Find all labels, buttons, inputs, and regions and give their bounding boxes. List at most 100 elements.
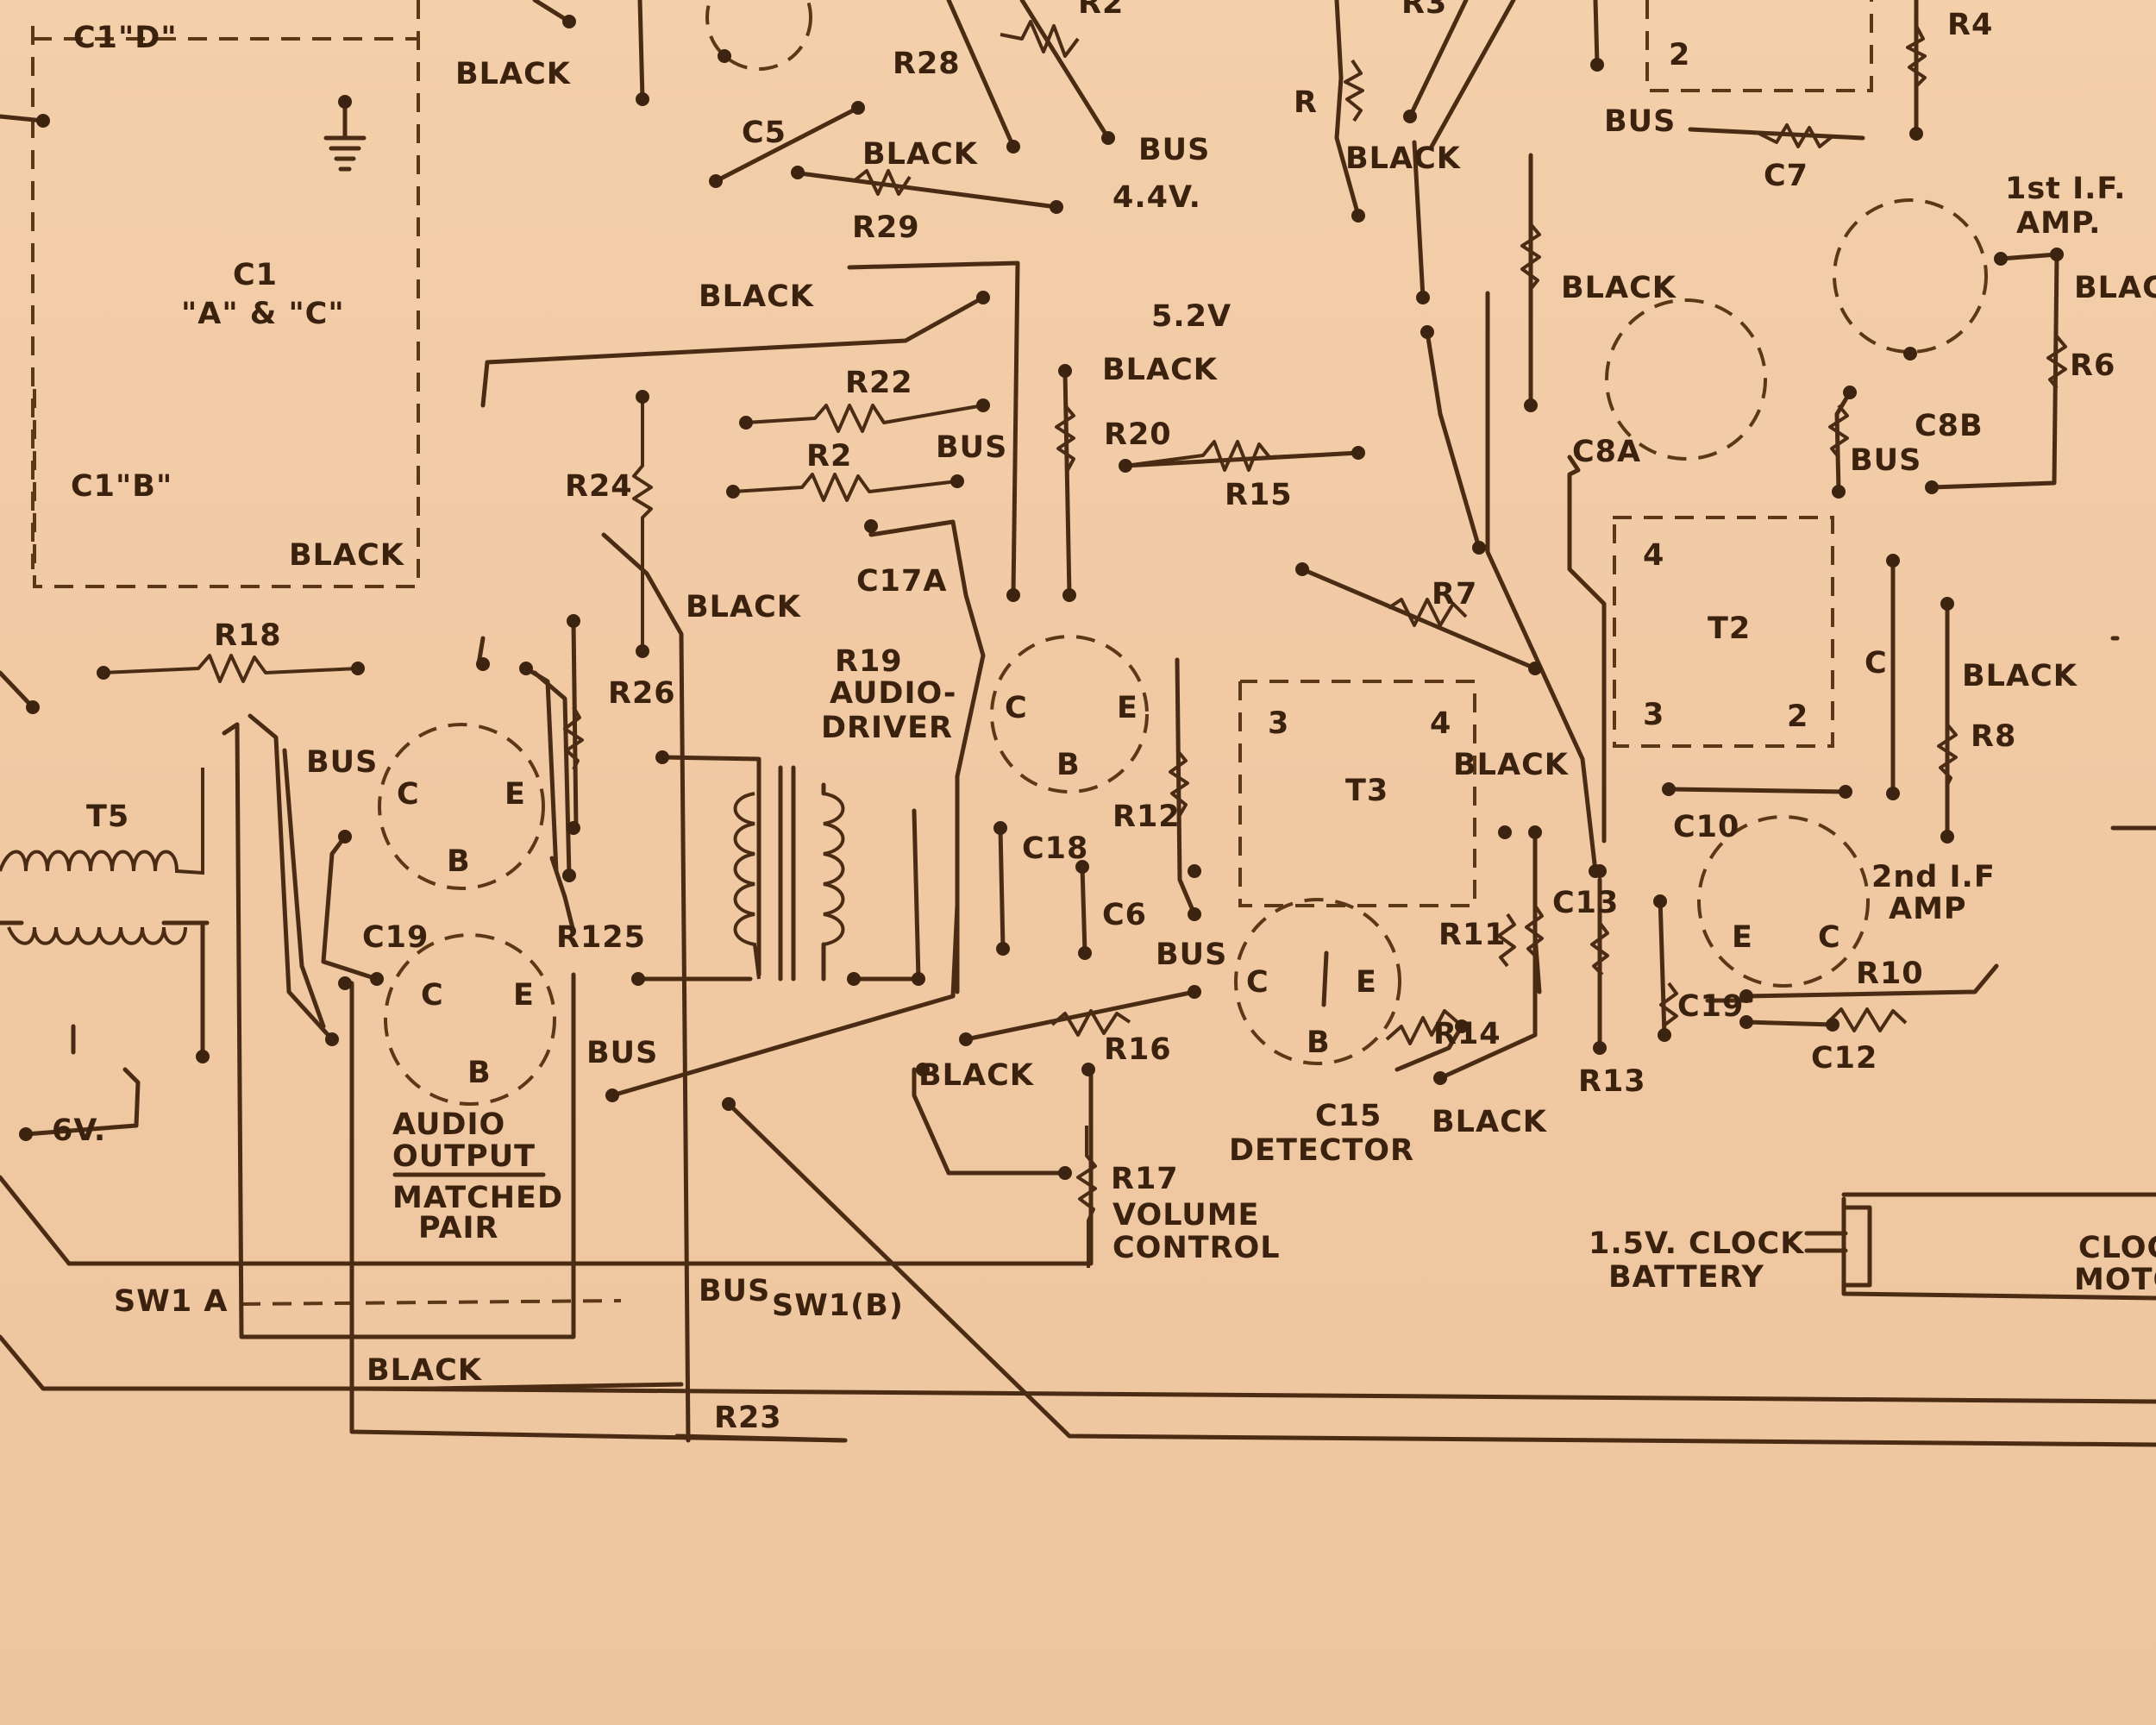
label-black-6: BLACK — [1561, 271, 1677, 305]
label-audio-driver-2: DRIVER — [821, 711, 953, 745]
label-bus-3: BUS — [936, 430, 1007, 465]
label-black-10: BLACK — [1453, 748, 1570, 782]
label-black-2: BLACK — [862, 137, 979, 172]
label-r23: R23 — [714, 1401, 782, 1435]
label-r3: R3 — [1401, 0, 1447, 21]
label-r22: R22 — [845, 366, 913, 400]
label-t1-pin-2: 2 — [1669, 38, 1690, 72]
label-r24: R24 — [565, 469, 633, 504]
label-second-if-amp-e: E — [1732, 920, 1753, 955]
t4-secondary-coil — [823, 792, 845, 946]
label-clock-motor-1: CLOC — [2078, 1231, 2156, 1265]
label-black-13: BLACK — [367, 1353, 483, 1388]
label-sw1-b: SW1(B) — [772, 1289, 904, 1323]
t5-primary-coil — [0, 768, 204, 875]
label-c1-a-c: "A" & "C" — [181, 297, 345, 331]
label-black-11: BLACK — [918, 1058, 1035, 1093]
label-black-8: BLACK — [289, 538, 405, 573]
label-audio-output-2: OUTPUT — [392, 1139, 536, 1174]
transistor-q1-outline — [378, 723, 545, 890]
transistor-q2-outline — [384, 933, 556, 1106]
sw1-dashed-link — [241, 1299, 622, 1306]
label-r28: R28 — [893, 47, 961, 81]
component-labels: C1"D" BLACK R28 R2 R3 R4 2 C5 BLACK BUS … — [52, 0, 2156, 1435]
label-r2-top: R2 — [1078, 0, 1124, 21]
detector-transistor-outline — [1234, 898, 1401, 1065]
label-q1-c: C — [397, 777, 420, 812]
label-audio-output-1: AUDIO — [392, 1107, 505, 1142]
label-c1d: C1"D" — [73, 21, 178, 55]
label-r6: R6 — [2070, 348, 2115, 383]
label-c6: C6 — [1102, 898, 1147, 932]
first-if-amp-transistor-outline — [1833, 198, 1988, 354]
label-r4: R4 — [1947, 8, 1993, 42]
t2-outline — [1613, 516, 1834, 748]
label-black-3: BLACK — [1345, 141, 1462, 176]
label-black-9: BLACK — [1962, 659, 2078, 693]
label-r125: R125 — [556, 920, 646, 955]
wires — [0, 0, 2156, 1447]
label-clock-battery-1: 1.5V. CLOCK — [1589, 1226, 1805, 1261]
label-c15: C15 — [1315, 1099, 1382, 1133]
label-detector-e: E — [1356, 965, 1377, 1000]
label-q2-b: B — [467, 1056, 492, 1090]
label-c19: C19 — [362, 920, 429, 955]
label-bus-7: BUS — [586, 1036, 658, 1070]
label-6v: 6V. — [52, 1113, 106, 1148]
label-volume: VOLUME — [1112, 1198, 1259, 1233]
c1-capacitor-outline — [31, 0, 420, 588]
label-bus-4: BUS — [1850, 443, 1921, 478]
label-clock-battery-2: BATTERY — [1608, 1260, 1764, 1295]
resistors — [103, 20, 2067, 1268]
label-r10: R10 — [1856, 957, 1924, 991]
label-audio-driver-c: C — [1005, 691, 1028, 725]
label-clock-motor-2: MOTO — [2074, 1263, 2156, 1297]
label-control: CONTROL — [1112, 1231, 1281, 1265]
label-r2: R2 — [806, 439, 852, 474]
label-detector-b: B — [1307, 1026, 1331, 1060]
label-audio-output-4: PAIR — [418, 1211, 499, 1245]
label-t5: T5 — [86, 800, 129, 834]
label-second-if-amp-2: AMP — [1889, 892, 1967, 926]
label-q2-e: E — [513, 978, 535, 1013]
label-r14: R14 — [1433, 1017, 1501, 1051]
t4-core — [778, 765, 796, 982]
label-black-12: BLACK — [1432, 1105, 1548, 1139]
label-r16: R16 — [1104, 1032, 1172, 1067]
c8-capacitor-outline — [1605, 298, 1767, 461]
label-first-if-amp-2: AMP. — [2016, 206, 2101, 241]
label-r17: R17 — [1111, 1162, 1179, 1196]
ground-icon — [323, 101, 367, 172]
label-c18: C18 — [1022, 831, 1088, 866]
label-bus-2: BUS — [1604, 104, 1676, 139]
second-if-amp-transistor-outline — [1697, 815, 1870, 988]
label-t2-pin-3: 3 — [1643, 698, 1664, 732]
t4-primary-coil — [733, 792, 761, 980]
label-bus-5: BUS — [306, 745, 378, 780]
label-r11: R11 — [1438, 918, 1507, 952]
label-q2-c: C — [421, 978, 444, 1013]
label-c19b: C19 — [1677, 989, 1744, 1024]
solder-points — [19, 15, 2064, 1180]
label-first-if-amp-1: 1st I.F. — [2005, 172, 2126, 206]
label-c8b: C8B — [1915, 409, 1984, 443]
label-r8: R8 — [1971, 719, 2016, 754]
label-c7: C7 — [1764, 159, 1808, 193]
label-r29: R29 — [852, 210, 920, 245]
label-black-4: BLACK — [699, 279, 815, 314]
label-c10: C10 — [1673, 810, 1739, 844]
ground-terminal — [338, 95, 352, 109]
label-bus-8: BUS — [699, 1274, 770, 1308]
label-audio-output-3: MATCHED — [392, 1181, 563, 1215]
label-c12: C12 — [1811, 1041, 1877, 1076]
label-r12: R12 — [1112, 800, 1181, 834]
label-5-2v: 5.2V — [1151, 299, 1232, 334]
t5-secondary-coil — [7, 926, 187, 945]
label-audio-driver-b: B — [1056, 748, 1081, 782]
label-r26: R26 — [608, 676, 676, 711]
t1-outline — [1645, 0, 1873, 92]
label-detector: DETECTOR — [1229, 1133, 1414, 1168]
component-outlines — [31, 0, 1988, 1306]
label-r-left: R — [1294, 85, 1318, 120]
label-r15: R15 — [1225, 478, 1293, 512]
